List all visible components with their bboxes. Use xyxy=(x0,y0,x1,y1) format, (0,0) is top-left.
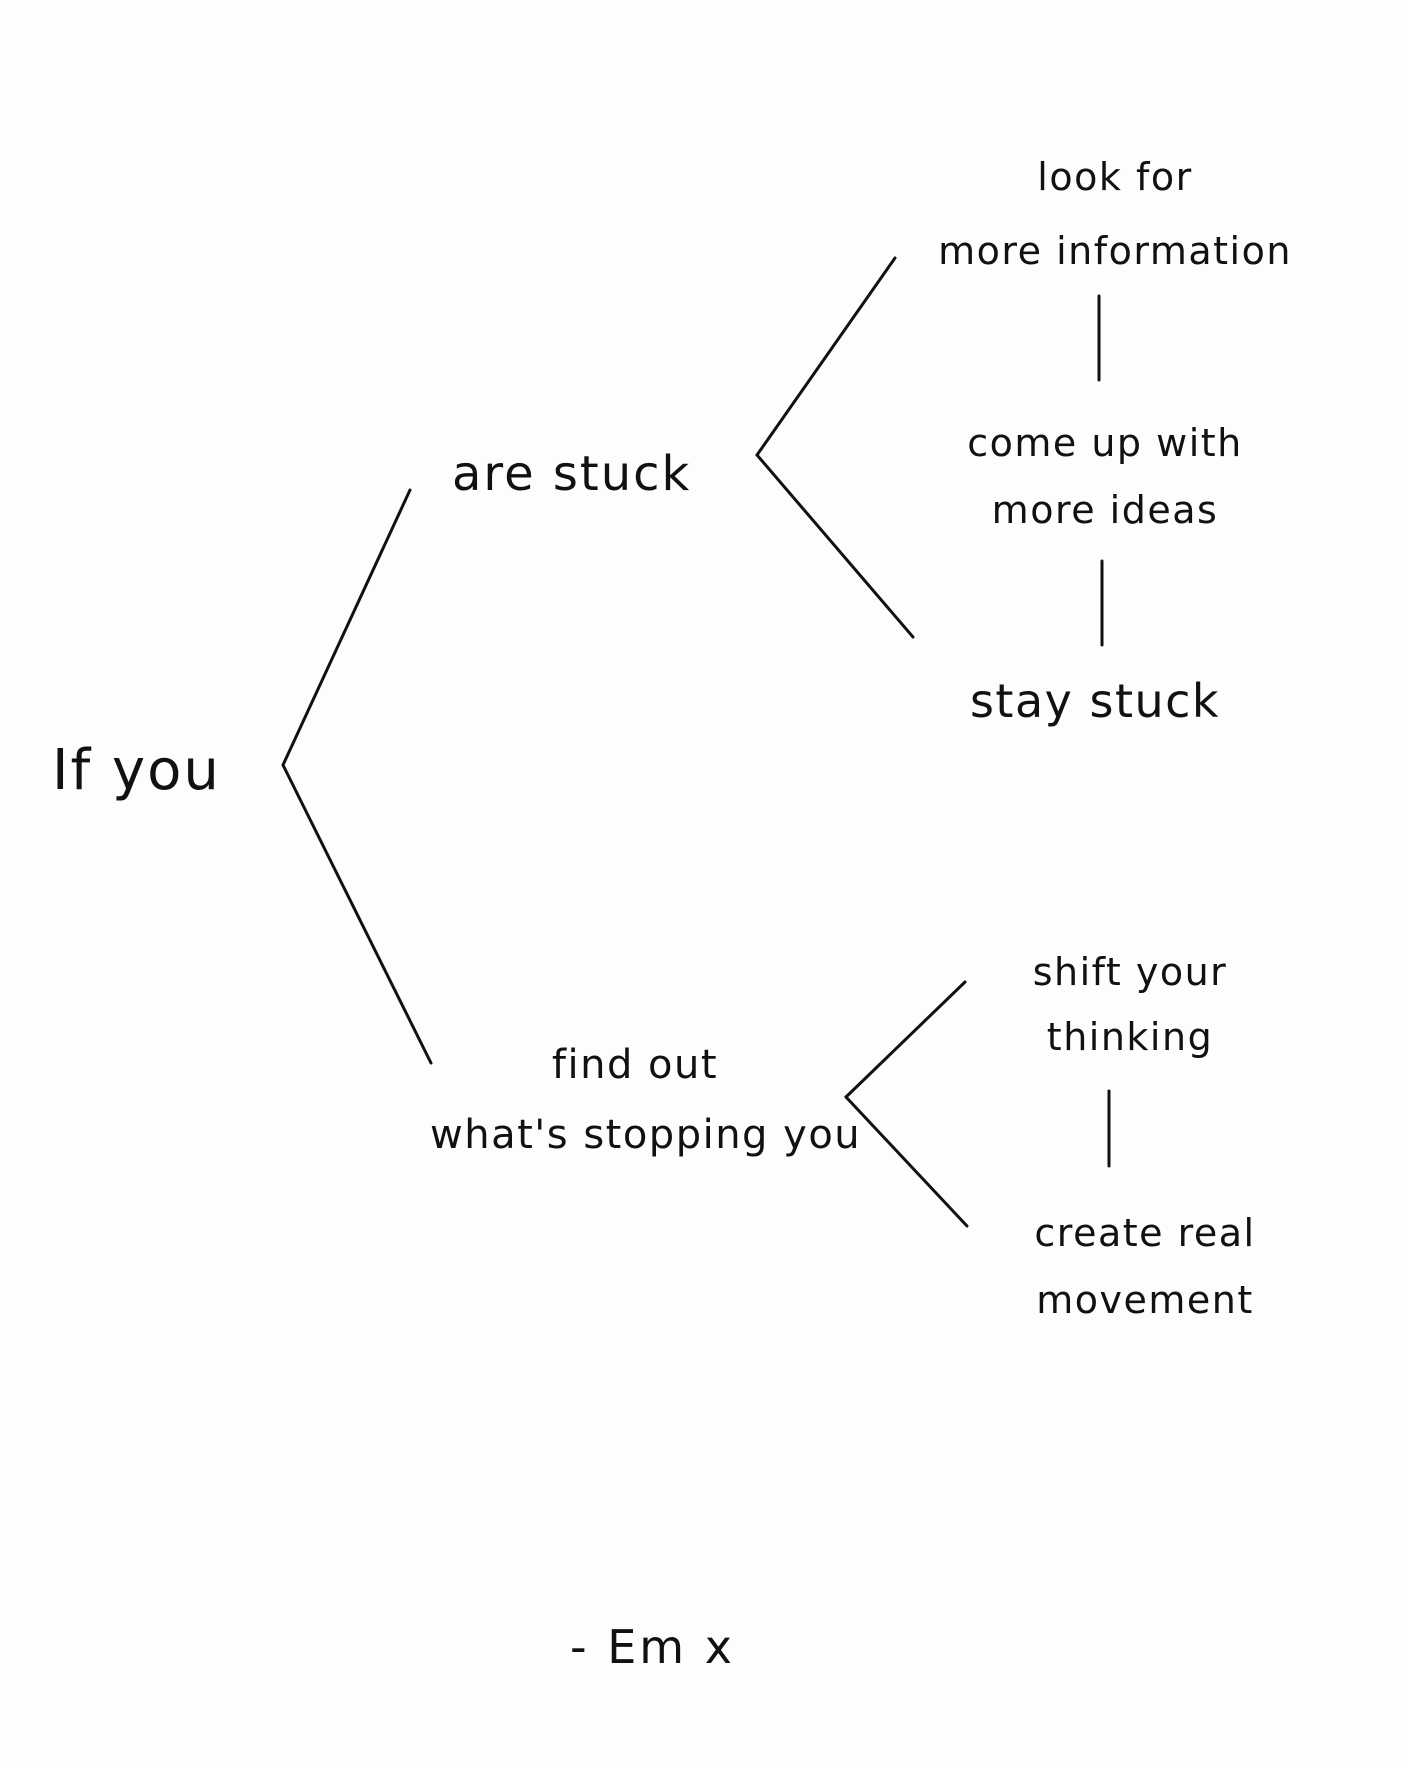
option-create-movement-line-1: create real xyxy=(1034,1211,1256,1255)
condition-are-stuck: are stuck xyxy=(452,446,692,502)
option-more-information-line-2: more information xyxy=(938,229,1292,274)
find-to-lower-line xyxy=(844,1095,969,1228)
signature: - Em x xyxy=(570,1620,735,1674)
option-create-movement-line-2: movement xyxy=(1036,1277,1254,1322)
root-label: If you xyxy=(52,738,221,803)
condition-find-out-line-1: find out xyxy=(551,1042,719,1088)
stuck-to-lower-line xyxy=(755,453,915,639)
option-more-information: look for more information xyxy=(925,140,1305,288)
condition-find-out-line-2: what's stopping you xyxy=(430,1112,862,1158)
option-more-ideas: come up with more ideas xyxy=(935,410,1275,543)
option-shift-thinking: shift your thinking xyxy=(1000,940,1260,1069)
option-more-ideas-line-2: more ideas xyxy=(991,487,1219,532)
option-create-movement: create real movement xyxy=(1005,1200,1285,1333)
option-shift-thinking-line-1: shift your xyxy=(1032,950,1228,994)
option-stay-stuck-line-1: stay stuck xyxy=(969,674,1221,728)
stuck-to-upper-line xyxy=(755,256,897,457)
root-to-stuck-line xyxy=(281,488,412,767)
find-to-upper-line xyxy=(844,980,967,1099)
option-more-ideas-line-1: come up with xyxy=(967,421,1243,465)
root-to-find-line xyxy=(281,763,433,1065)
option-more-information-line-1: look for xyxy=(1037,155,1193,199)
option-shift-thinking-line-2: thinking xyxy=(1046,1014,1214,1059)
condition-find-out: find out what's stopping you xyxy=(430,1030,862,1170)
option-stay-stuck: stay stuck xyxy=(960,668,1230,735)
